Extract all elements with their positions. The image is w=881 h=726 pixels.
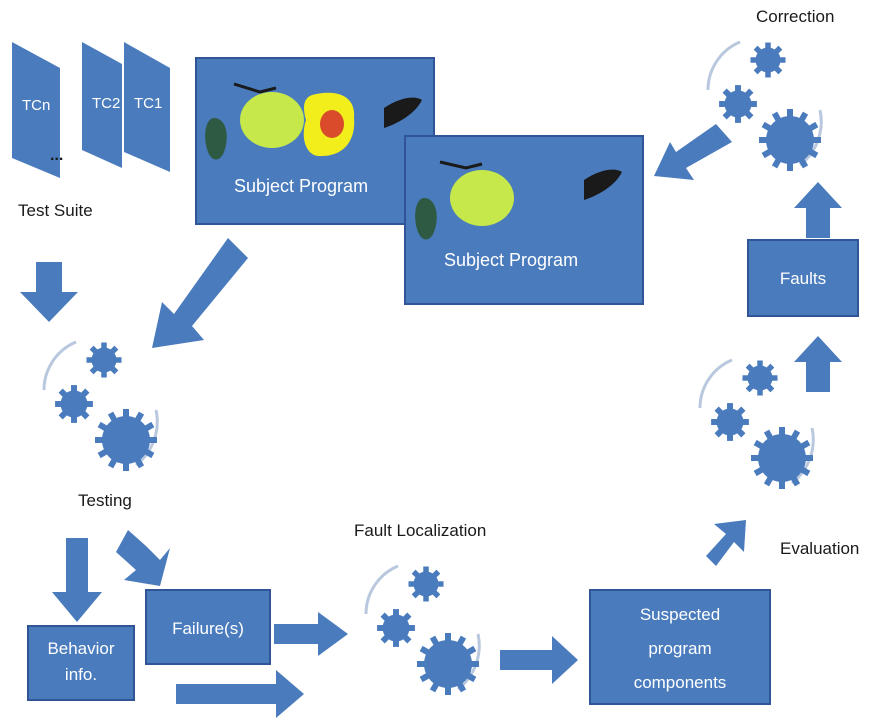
evaluation-label: Evaluation — [780, 539, 859, 558]
faults-box: Faults — [747, 239, 859, 317]
moth-icon — [384, 97, 422, 128]
evaluation-gear-icon — [700, 360, 813, 489]
subject-program-front-label: Subject Program — [444, 250, 578, 270]
subject-program-front: Subject Program — [404, 135, 644, 305]
arrow-icon — [500, 636, 578, 684]
arrow-icon — [274, 612, 348, 656]
test-card-label-tc1: TC1 — [134, 95, 162, 112]
correction-gear-icon — [708, 42, 821, 171]
correction-label: Correction — [756, 7, 834, 26]
behavior-info-line2: info. — [65, 665, 97, 684]
behavior-info-line1: Behavior — [47, 639, 114, 658]
arrow-icon — [794, 336, 842, 392]
arrow-icon — [654, 124, 732, 180]
arrow-icon — [116, 530, 170, 586]
arrow-icon — [152, 238, 248, 348]
arrow-icon — [20, 262, 78, 322]
arrow-icon — [52, 538, 102, 622]
fault-localization-gear-icon — [366, 566, 479, 695]
testing-label: Testing — [78, 491, 132, 510]
test-suite: TCn TC2 TC1 ... Test Suite — [12, 42, 170, 220]
subject-program-back-label: Subject Program — [234, 176, 368, 196]
arrow-icon — [176, 670, 304, 718]
bug-icon — [450, 170, 514, 226]
test-card-tc1 — [124, 42, 170, 172]
faults-label: Faults — [780, 269, 826, 288]
test-card-tcn — [12, 42, 60, 178]
suspected-line2: program — [648, 639, 711, 658]
failures-box: Failure(s) — [145, 589, 271, 665]
fault-localization-label: Fault Localization — [354, 521, 486, 540]
flow-arrows — [20, 124, 842, 718]
test-suite-ellipsis: ... — [50, 147, 63, 164]
failures-label: Failure(s) — [172, 619, 244, 638]
suspected-line3: components — [634, 673, 727, 692]
test-suite-label: Test Suite — [18, 201, 93, 220]
beetle-icon — [415, 198, 437, 240]
testing-gear-icon — [44, 342, 157, 471]
behavior-info-box: Behavior info. — [27, 625, 135, 701]
test-card-tc2 — [82, 42, 122, 168]
bug-icon — [240, 92, 304, 148]
moth-icon — [584, 169, 622, 200]
test-card-label-tc2: TC2 — [92, 95, 120, 112]
beetle-icon — [205, 118, 227, 160]
suspected-components-box: Suspected program components — [589, 589, 771, 705]
suspected-line1: Suspected — [640, 605, 720, 624]
arrow-icon — [794, 182, 842, 238]
test-card-label-tcn: TCn — [22, 97, 50, 114]
arrow-icon — [706, 520, 746, 566]
subject-program-back: Subject Program — [195, 57, 435, 225]
